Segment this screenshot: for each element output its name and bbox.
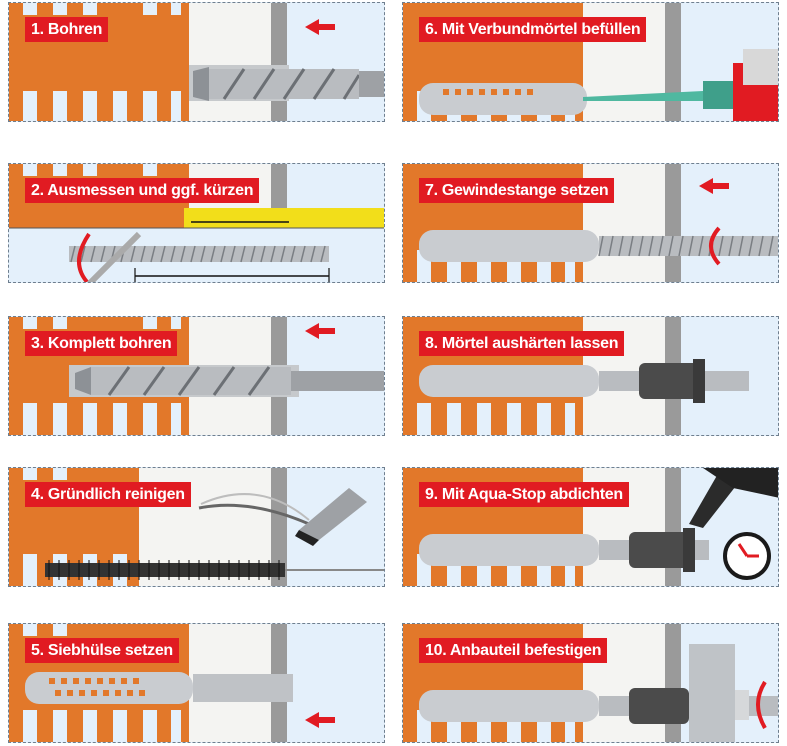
direction-arrow-icon xyxy=(699,178,729,194)
step-label: 3. Komplett bohren xyxy=(25,331,177,356)
step-5-panel: 5. Siebhülse setzen xyxy=(8,623,385,743)
step-7-panel: 7. Gewindestange setzen xyxy=(402,163,779,283)
step-9-panel: 9. Mit Aqua-Stop abdichten xyxy=(402,467,779,587)
step-label: 8. Mörtel aushärten lassen xyxy=(419,331,624,356)
step-2-panel: 2. Ausmessen und ggf. kürzen xyxy=(8,163,385,283)
step-1-panel: 1. Bohren xyxy=(8,2,385,122)
step-label: 7. Gewindestange setzen xyxy=(419,178,614,203)
step-8-panel: 8. Mörtel aushärten lassen xyxy=(402,316,779,436)
step-10-panel: 10. Anbauteil befestigen xyxy=(402,623,779,743)
measuring-tape xyxy=(184,208,385,228)
step-4-panel: 4. Gründlich reinigen xyxy=(8,467,385,587)
step-label: 6. Mit Verbundmörtel befüllen xyxy=(419,17,646,42)
step-3-panel: 3. Komplett bohren xyxy=(8,316,385,436)
step-label: 9. Mit Aqua-Stop abdichten xyxy=(419,482,629,507)
nut-icon xyxy=(735,690,749,720)
mounted-part xyxy=(689,644,735,743)
step-label: 4. Gründlich reinigen xyxy=(25,482,191,507)
direction-arrow-icon xyxy=(305,323,335,339)
sieve-sleeve xyxy=(25,672,193,704)
step-label: 1. Bohren xyxy=(25,17,108,42)
direction-arrow-icon xyxy=(305,712,335,728)
step-6-panel: 6. Mit Verbundmörtel befüllen xyxy=(402,2,779,122)
direction-arrow-icon xyxy=(305,19,335,35)
step-label: 10. Anbauteil befestigen xyxy=(419,638,607,663)
step-label: 5. Siebhülse setzen xyxy=(25,638,179,663)
step-label: 2. Ausmessen und ggf. kürzen xyxy=(25,178,259,203)
sealing-cap xyxy=(639,363,699,399)
blow-pump-icon xyxy=(299,488,367,540)
